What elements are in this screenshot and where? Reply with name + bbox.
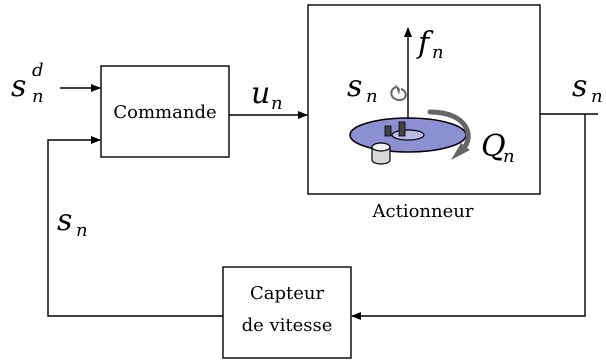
feedback-path-to-sensor [351, 114, 586, 320]
output-subscript: n [591, 86, 603, 107]
spin-arrow [390, 86, 407, 102]
spin-label: s [347, 69, 362, 104]
motor-top [371, 142, 391, 152]
spindle-post-left [384, 125, 392, 137]
control-signal-label: u [251, 76, 270, 111]
actionneur-block [307, 4, 541, 195]
actionneur-label: Actionneur [372, 201, 474, 222]
spin-arrowhead-icon [395, 84, 400, 95]
rotating-disc-illustration [349, 27, 471, 165]
capteur-block [222, 266, 352, 359]
output-label: s [572, 69, 587, 104]
commande-label: Commande [113, 102, 216, 123]
disc-hub [391, 129, 425, 141]
torque-label: Q [481, 129, 506, 164]
capteur-line2: de vitesse [242, 315, 333, 336]
capteur-line1: Capteur [250, 283, 325, 304]
spindle-post-right [398, 121, 406, 137]
spin-subscript: n [366, 86, 378, 107]
feedback-label: s [57, 203, 72, 238]
commande-block [100, 65, 230, 158]
torque-arrow [427, 109, 471, 152]
feedback-subscript: n [76, 220, 88, 241]
setpoint-subscript: n [32, 86, 44, 107]
torque-subscript: n [503, 146, 515, 167]
force-subscript: n [432, 42, 444, 63]
feedback-path-to-commande [47, 136, 223, 317]
motor-cylinder [371, 147, 391, 165]
setpoint-superscript: d [32, 60, 44, 81]
torque-arrowhead-icon [451, 143, 470, 160]
setpoint-label: s [11, 69, 26, 104]
control-signal-subscript: n [271, 93, 283, 114]
